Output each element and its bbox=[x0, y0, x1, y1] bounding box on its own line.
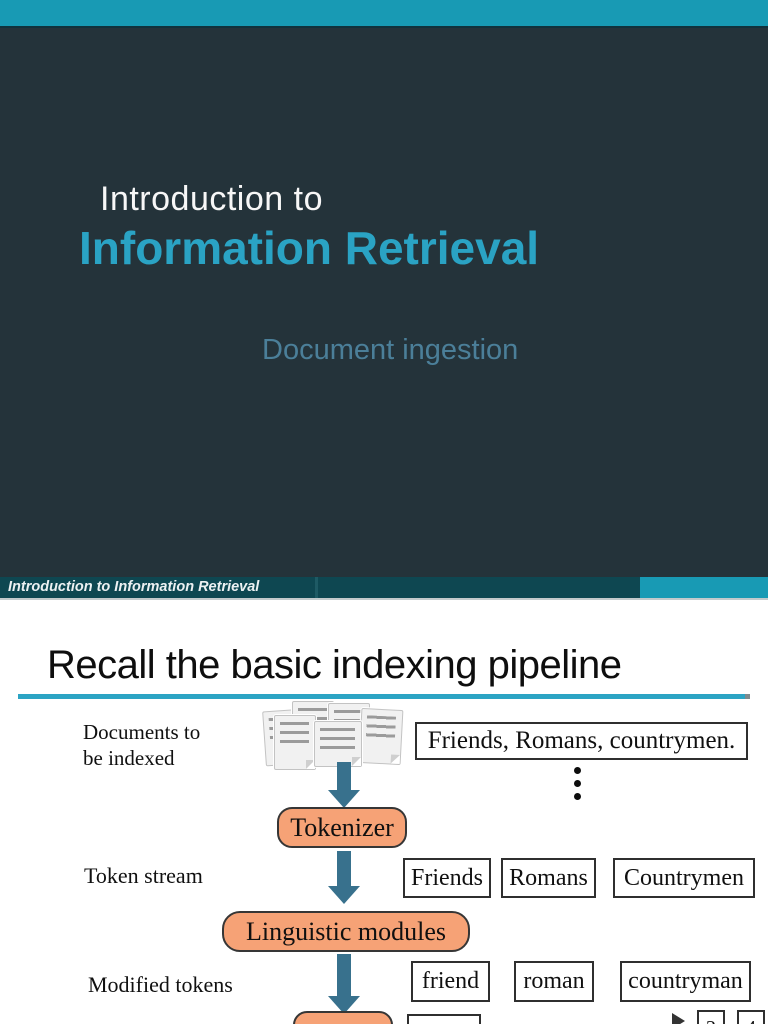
doc-id-box: 2 bbox=[697, 1010, 725, 1024]
token-box: Countrymen bbox=[613, 858, 755, 898]
footer-accent-segment bbox=[640, 577, 768, 598]
right-arrow-icon bbox=[672, 1013, 685, 1024]
modified-token-box: countryman bbox=[620, 961, 751, 1002]
posting-box-partial bbox=[407, 1014, 481, 1024]
indexer-stage-box-partial bbox=[293, 1011, 393, 1024]
linguistic-modules-stage-box: Linguistic modules bbox=[222, 911, 470, 952]
documents-stack-icon bbox=[262, 701, 404, 770]
row2-label: Token stream bbox=[84, 863, 203, 888]
title-underline-rule bbox=[18, 694, 750, 699]
row3-label: Modified tokens bbox=[88, 972, 233, 997]
token-box: Romans bbox=[501, 858, 596, 898]
course-title-line2: Information Retrieval bbox=[79, 222, 540, 274]
doc-id-box: 4 bbox=[737, 1010, 765, 1024]
slide-subtitle: Document ingestion bbox=[262, 334, 519, 366]
row1-label-line1: Documents to bbox=[83, 720, 201, 744]
course-title-line1: Introduction to bbox=[100, 180, 323, 218]
top-accent-bar bbox=[0, 0, 768, 28]
slide-title: Recall the basic indexing pipeline bbox=[47, 643, 622, 687]
slide-footer-bar: Introduction to Information Retrieval bbox=[0, 577, 768, 600]
token-box: Friends bbox=[403, 858, 491, 898]
tokenizer-stage-box: Tokenizer bbox=[277, 807, 407, 848]
modified-token-box: friend bbox=[411, 961, 490, 1002]
ellipsis-dots bbox=[574, 767, 581, 774]
title-slide-background bbox=[0, 0, 768, 577]
footer-course-title: Introduction to Information Retrieval bbox=[8, 579, 260, 595]
footer-divider bbox=[315, 577, 318, 598]
modified-token-box: roman bbox=[514, 961, 594, 1002]
row1-label-line2: be indexed bbox=[83, 746, 175, 770]
document-text-box: Friends, Romans, countrymen. bbox=[415, 722, 748, 760]
